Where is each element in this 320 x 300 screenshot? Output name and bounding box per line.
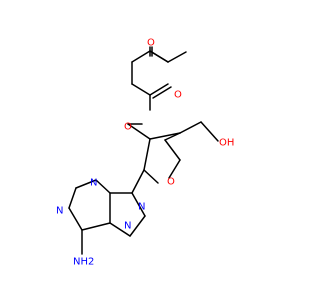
ring-oxygen: O [167,177,175,188]
amino-label: NH2 [73,257,94,268]
molecule-structure: O O O OH O N N N N NH2 [56,38,234,268]
n1-label: N [56,206,63,217]
bonds [68,46,219,255]
n7-label: N [124,221,131,232]
hydroxyl-label: OH [219,138,234,149]
n9-label: N [138,202,145,213]
ester-oxygen: O [124,122,132,133]
ketone-oxygen: O [147,38,155,49]
atom-labels: O O O OH O N N N N NH2 [56,38,234,268]
n3-label: N [90,178,97,189]
ester-carbonyl-oxygen: O [174,90,182,101]
